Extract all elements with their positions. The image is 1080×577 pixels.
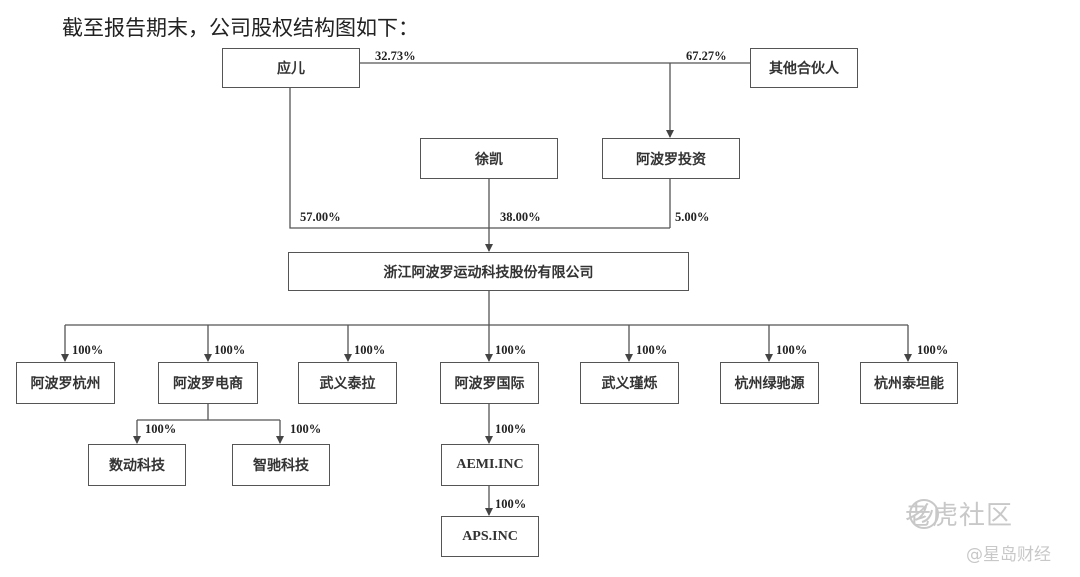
node-aps: APS.INC [441, 516, 539, 557]
pct-invest-to-company: 5.00% [675, 210, 710, 224]
node-apollo-intl: 阿波罗国际 [440, 362, 539, 404]
intro-text: 截至报告期末，公司股权结构图如下： [62, 16, 419, 40]
pct-sub-zhichi: 100% [290, 422, 322, 436]
node-wuyi-taila: 武义泰拉 [298, 362, 397, 404]
node-shudong: 数动科技 [88, 444, 186, 486]
node-apollo-hangzhou: 阿波罗杭州 [16, 362, 115, 404]
node-company: 浙江阿波罗运动科技股份有限公司 [288, 252, 689, 291]
pct-sub-lvchiyuan: 100% [776, 343, 808, 357]
pct-sub-taila: 100% [354, 343, 386, 357]
node-hangzhou-taitanneng: 杭州泰坦能 [860, 362, 958, 404]
node-hangzhou-lvchiyuan: 杭州绿驰源 [720, 362, 819, 404]
node-apollo-ecommerce: 阿波罗电商 [158, 362, 258, 404]
pct-yinger-to-company: 57.00% [300, 210, 341, 224]
node-other-partners: 其他合伙人 [750, 48, 858, 88]
pct-sub-aemi: 100% [495, 422, 527, 436]
node-xukai: 徐凯 [420, 138, 558, 179]
pct-others-to-invest: 67.27% [686, 49, 727, 63]
pct-xukai-to-company: 38.00% [500, 210, 541, 224]
pct-sub-aps: 100% [495, 497, 527, 511]
pct-yinger-to-invest: 32.73% [375, 49, 416, 63]
pct-sub-hangzhou: 100% [72, 343, 104, 357]
pct-sub-taitanneng: 100% [917, 343, 949, 357]
node-zhichi: 智驰科技 [232, 444, 330, 486]
pct-sub-ecommerce: 100% [214, 343, 246, 357]
node-apollo-invest: 阿波罗投资 [602, 138, 740, 179]
node-aemi: AEMI.INC [441, 444, 539, 486]
watermark-brand: 老虎社区 [905, 501, 1014, 531]
pct-sub-jinshuo: 100% [636, 343, 668, 357]
pct-sub-intl: 100% [495, 343, 527, 357]
node-yinger: 应儿 [222, 48, 360, 88]
pct-sub-shudong: 100% [145, 422, 177, 436]
watermark-source: @星岛财经 [966, 545, 1051, 565]
node-wuyi-jinshuo: 武义瑾烁 [580, 362, 679, 404]
line-yinger-company [289, 87, 670, 229]
